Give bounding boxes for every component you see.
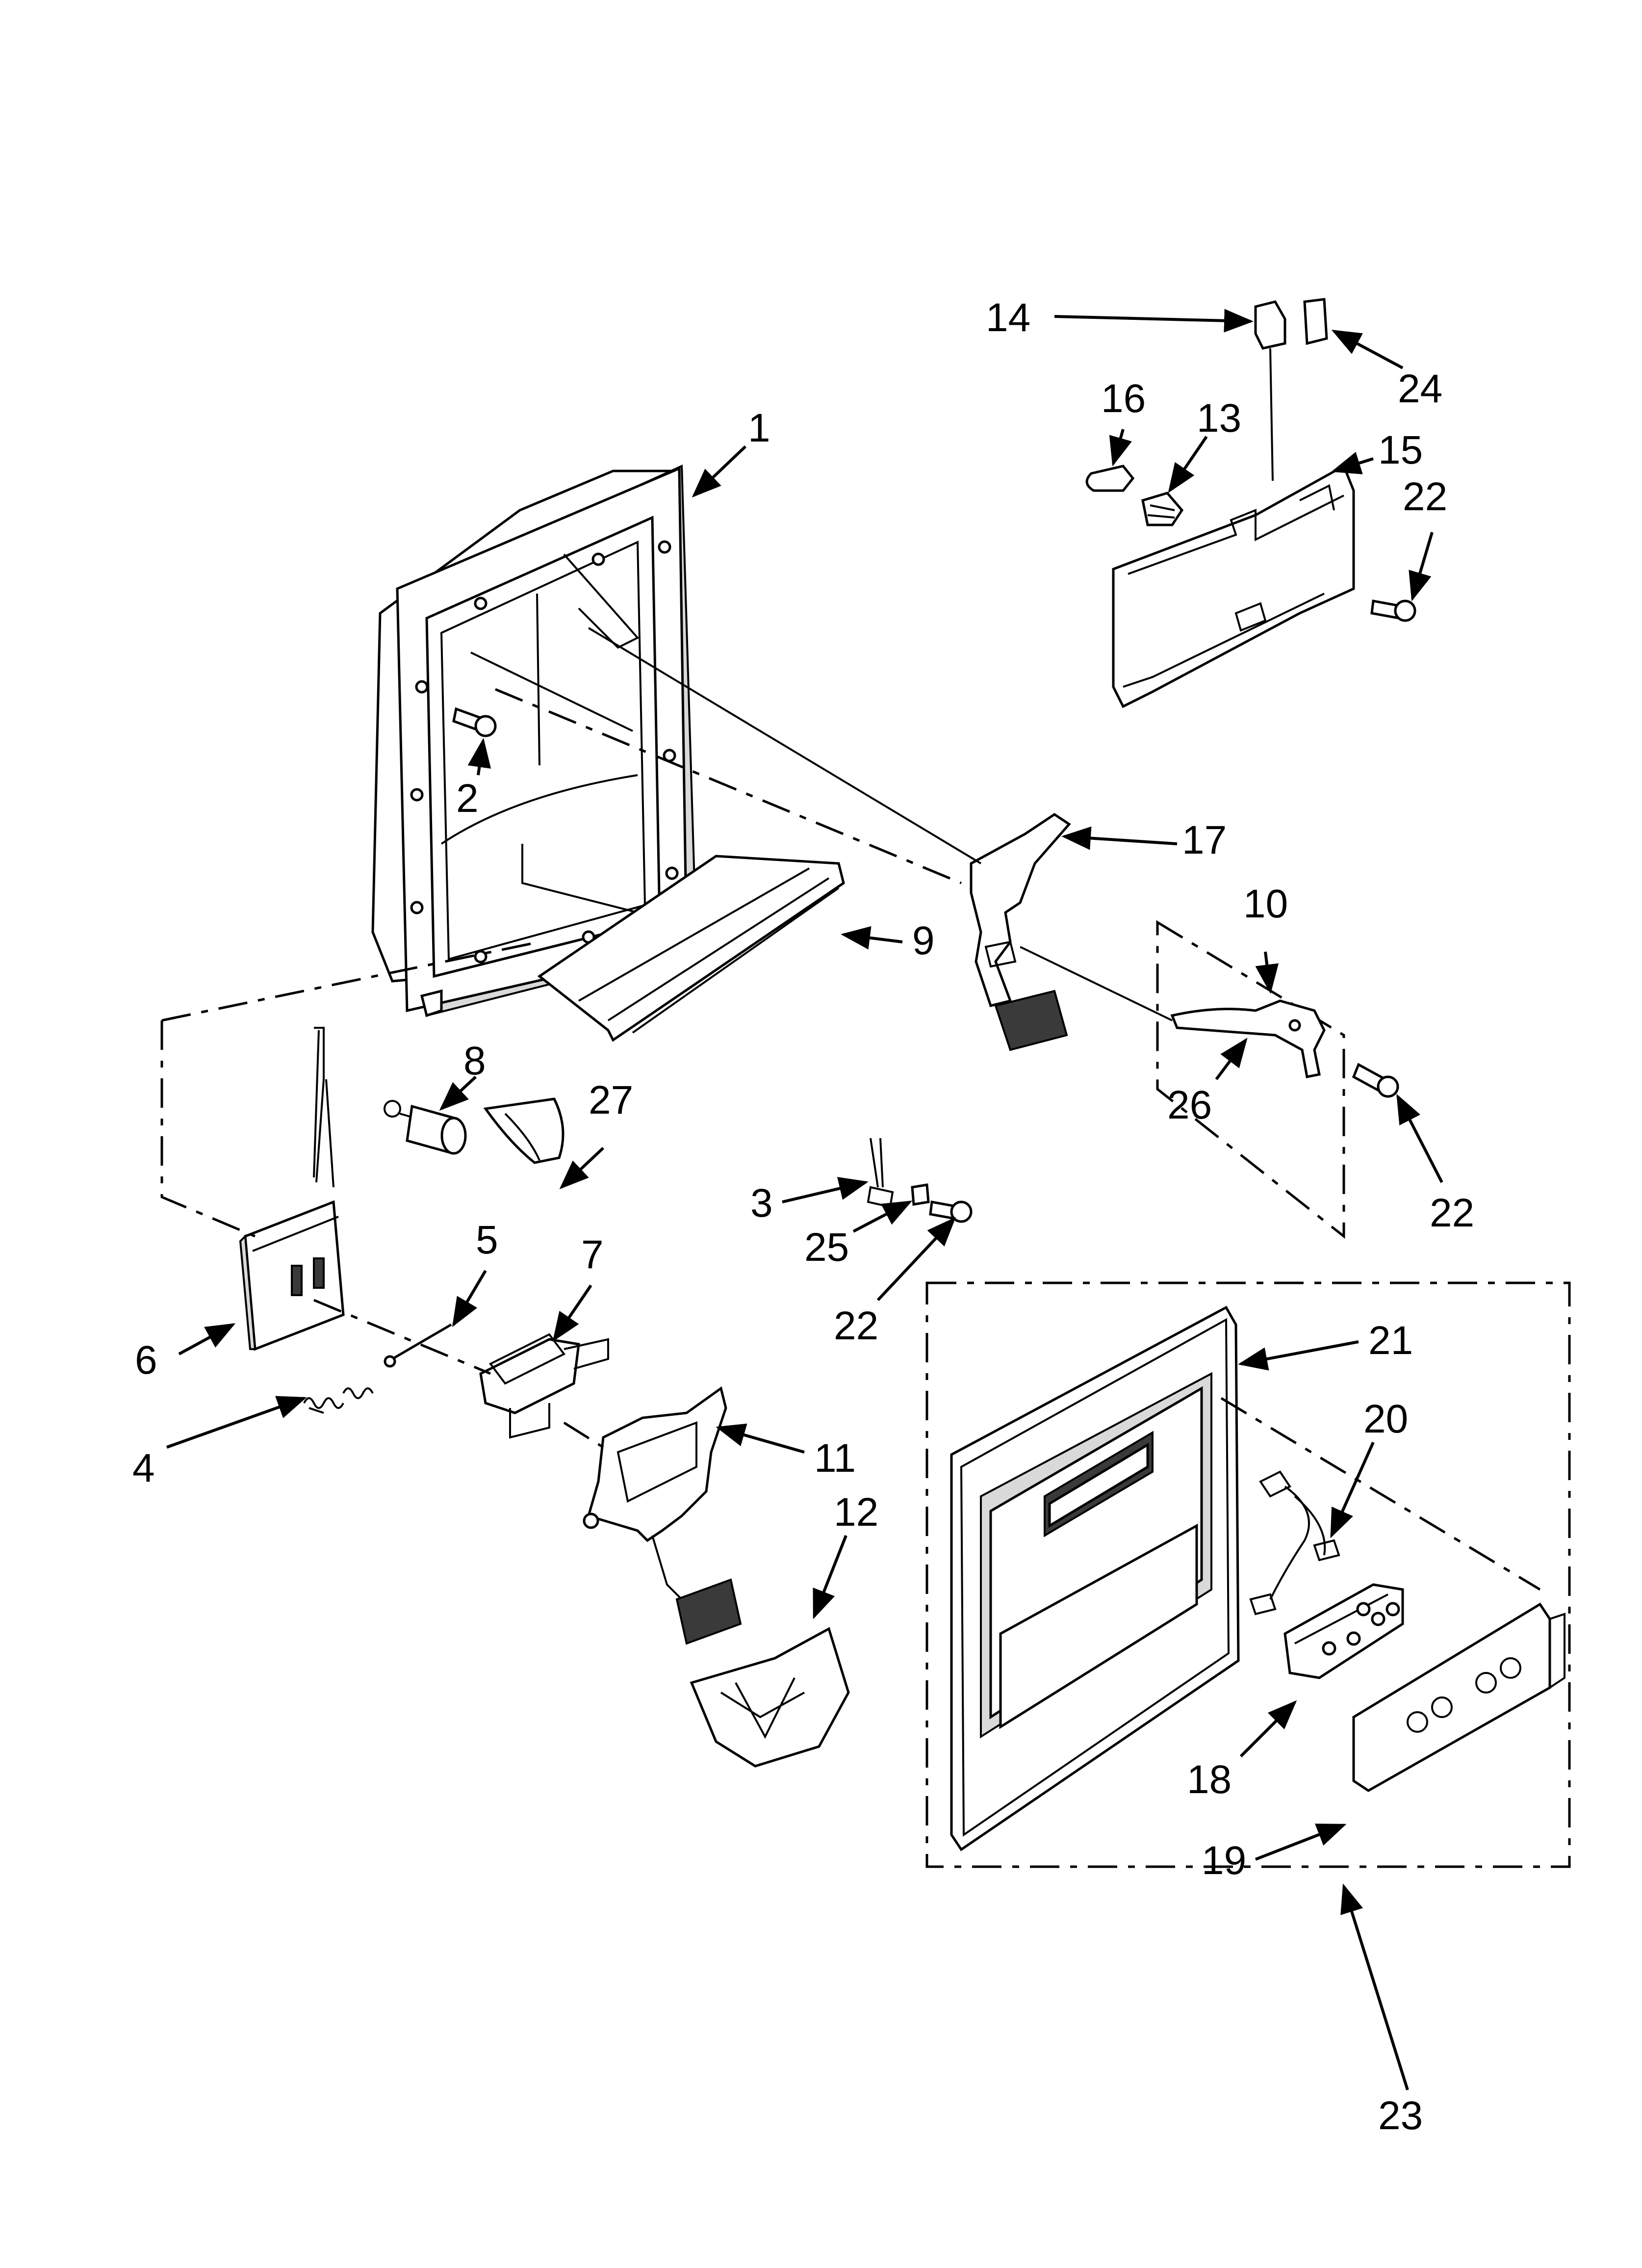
callout-12: 12	[834, 1490, 878, 1535]
ice-lever-part	[583, 1386, 742, 1645]
solenoid-part	[384, 1100, 467, 1155]
bulb-part-16	[1085, 465, 1135, 492]
callout-7: 7	[581, 1232, 604, 1277]
callout-8: 8	[463, 1039, 486, 1083]
screw-part-22-right	[1352, 1063, 1399, 1098]
callout-14: 14	[986, 295, 1030, 340]
plate-part-24	[1303, 298, 1328, 345]
callout-22-mid: 22	[834, 1303, 878, 1348]
callout-9: 9	[912, 918, 935, 963]
callout-4: 4	[132, 1446, 155, 1490]
callout-22-right: 22	[1430, 1191, 1474, 1235]
callout-1: 1	[748, 406, 770, 450]
callout-20: 20	[1363, 1397, 1408, 1441]
front-panel-assembly-outline	[925, 1281, 1571, 1868]
callout-27: 27	[589, 1078, 633, 1122]
wire-harness-part	[1249, 1470, 1340, 1616]
screw-part-22-mid	[929, 1200, 973, 1223]
callout-6: 6	[135, 1338, 157, 1382]
dispenser-housing-part	[371, 464, 698, 1017]
callout-2: 2	[456, 776, 479, 821]
plate-part-25	[911, 1183, 930, 1206]
callout-21: 21	[1368, 1318, 1413, 1363]
callout-18: 18	[1187, 1757, 1232, 1802]
housing-part-15	[1112, 464, 1355, 708]
control-board-part	[1283, 1583, 1404, 1679]
callout-15: 15	[1378, 428, 1423, 472]
callout-25: 25	[804, 1225, 849, 1270]
drip-tray-part	[537, 855, 845, 1042]
guide-lines	[160, 627, 1541, 1591]
water-lever-part	[970, 812, 1071, 1051]
switch-block-part	[239, 1027, 345, 1351]
cover-part	[483, 1097, 564, 1164]
control-label-part	[1352, 1602, 1565, 1792]
callout-3: 3	[750, 1181, 773, 1225]
lever-arm-part	[1170, 999, 1326, 1078]
socket-part-13	[1141, 492, 1184, 526]
lever-assembly-outline	[1156, 920, 1345, 1239]
callout-10: 10	[1243, 882, 1288, 926]
rod-part	[384, 1323, 452, 1368]
callout-24: 24	[1398, 366, 1442, 411]
callout-16: 16	[1101, 376, 1146, 421]
clip-part-3	[867, 1138, 894, 1208]
callout-23: 23	[1378, 2093, 1423, 2138]
callout-11: 11	[814, 1436, 856, 1481]
callout-13: 13	[1197, 396, 1241, 441]
callout-labels: 1 2 14 24 16 13 15 22 17 9 10 26 22 8 27…	[132, 295, 1474, 2138]
spring-part	[303, 1387, 374, 1414]
actuator-part	[479, 1333, 609, 1439]
switch-part-14	[1254, 300, 1286, 481]
callout-22-top: 22	[1403, 474, 1447, 519]
callout-arrows	[166, 309, 1443, 2090]
callout-5: 5	[476, 1218, 498, 1262]
front-panel-part	[950, 1305, 1240, 1851]
screw-part-2	[452, 707, 497, 737]
callout-26: 26	[1167, 1083, 1212, 1127]
callout-17: 17	[1182, 818, 1227, 862]
callout-19: 19	[1202, 1838, 1246, 1883]
ice-chute-part	[690, 1627, 850, 1768]
screw-part-22-top	[1370, 600, 1416, 622]
